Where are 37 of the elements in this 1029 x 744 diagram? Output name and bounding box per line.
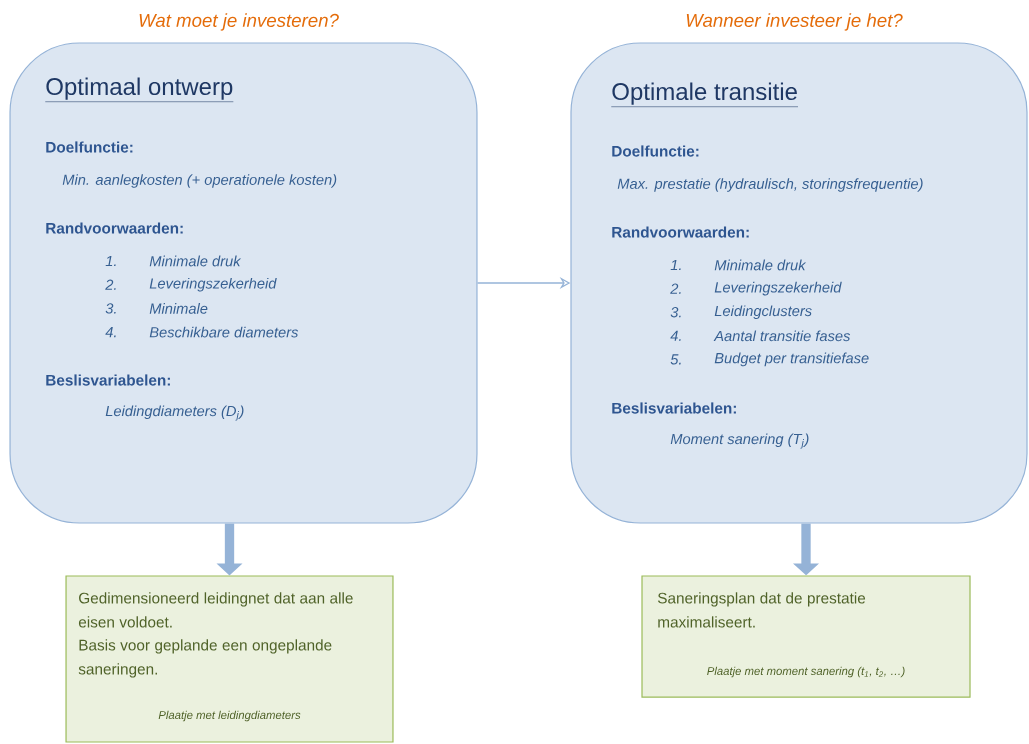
section-heading: Beslisvariabelen: (612, 402, 736, 414)
list-item: Leveringszekerheid (714, 281, 842, 296)
list-item: Leveringszekerheid (149, 277, 277, 292)
result-text: Gedimensioneerd leidingnet dat aan alle eisen voldoet. (78, 592, 353, 628)
section-heading: Doelfunctie: (612, 145, 699, 157)
list-item: Budget per transitiefase (714, 352, 869, 367)
list-item: Minimale druk (714, 259, 807, 271)
list-number: 1. (105, 255, 116, 267)
section-heading: Randvoorwaarden: (612, 226, 749, 238)
section-heading: Beslisvariabelen: (46, 374, 170, 386)
list-number: 3. (105, 303, 116, 314)
box-title: Optimaal ontwerp (45, 77, 234, 102)
list-item: Beschikbare diameters (149, 326, 299, 338)
body-text: Moment sanering (T$_{j}$) (670, 433, 809, 449)
body-text: Leidingdiameters (D$_{j}$) (105, 405, 244, 421)
list-number: 4. (105, 327, 116, 338)
list-number: 3. (670, 307, 681, 318)
list-number: 5. (670, 354, 681, 365)
list-item: Minimale druk (149, 255, 242, 267)
list-item: Minimale (149, 303, 208, 314)
result-text: Basis voor geplande een ongeplande saneringen. (78, 639, 332, 678)
body-text: Min. aanlegkosten (+ operationele kosten) (62, 174, 337, 188)
list-number: 4. (670, 330, 681, 341)
box-title: Optimale transitie (611, 82, 799, 107)
question-heading: Wat moet je investeren? (139, 13, 339, 31)
caption-text: Plaatje met moment sanering (t$_{1}$, t$_{2}$, …) (707, 666, 905, 678)
section-heading: Randvoorwaarden: (46, 222, 183, 234)
list-number: 2. (105, 279, 116, 290)
list-item: Leidingclusters (714, 305, 812, 320)
list-number: 2. (670, 283, 681, 294)
list-number: 1. (670, 259, 681, 271)
section-heading: Doelfunctie: (46, 141, 133, 153)
result-text: Saneringsplan dat de prestatie maximaliseert. (657, 592, 866, 628)
body-text: Max. prestatie (hydraulisch, storingsfrequentie) (617, 178, 923, 192)
list-item: Aantal transitie fases (713, 330, 851, 342)
caption-text: Plaatje met leidingdiameters (158, 710, 301, 722)
question-heading: Wanneer investeer je het? (686, 13, 903, 31)
